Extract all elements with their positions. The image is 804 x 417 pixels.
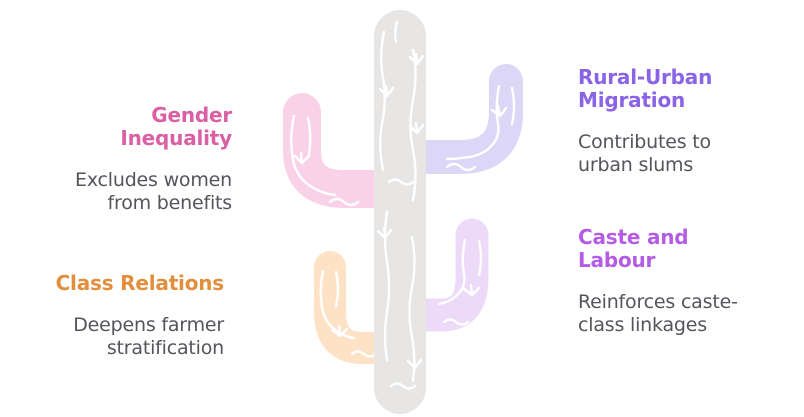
sparkle-icon xyxy=(490,104,508,118)
sparkle-icon xyxy=(462,283,481,297)
section-heading-caste-and-labour: Caste and Labour xyxy=(578,225,689,272)
section-body-gender-inequality: Excludes women from benefits xyxy=(75,169,232,214)
section-caste-and-labour: Caste and Labour Reinforces caste- class… xyxy=(578,226,804,337)
arm-gender-inequality xyxy=(283,93,421,208)
sparkle-icon xyxy=(408,121,425,135)
sparkle-icon xyxy=(376,226,393,240)
section-body-rural-urban-migration: Contributes to urban slums xyxy=(578,131,711,176)
sparkle-icon xyxy=(378,84,395,98)
sparkle-icon xyxy=(408,52,425,66)
arm-class-relations xyxy=(314,251,418,364)
section-heading-class-relations: Class Relations xyxy=(55,271,225,295)
section-gender-inequality: Gender Inequality Excludes women from be… xyxy=(0,104,232,215)
section-body-caste-and-labour: Reinforces caste- class linkages xyxy=(578,291,738,336)
section-rural-urban-migration: Rural-Urban Migration Contributes to urb… xyxy=(578,66,804,177)
trunk-detail-lines xyxy=(376,20,425,390)
section-heading-gender-inequality: Gender Inequality xyxy=(120,103,232,150)
section-class-relations: Class Relations Deepens farmer stratific… xyxy=(0,271,225,360)
arm-caste-and-labour xyxy=(385,218,489,332)
sparkle-icon xyxy=(406,356,423,370)
section-body-class-relations: Deepens farmer stratification xyxy=(73,314,224,359)
arm-detail-lines xyxy=(290,84,516,358)
sparkle-icon xyxy=(330,324,349,338)
section-heading-rural-urban-migration: Rural-Urban Migration xyxy=(578,65,713,112)
sparkle-icon xyxy=(293,151,311,165)
